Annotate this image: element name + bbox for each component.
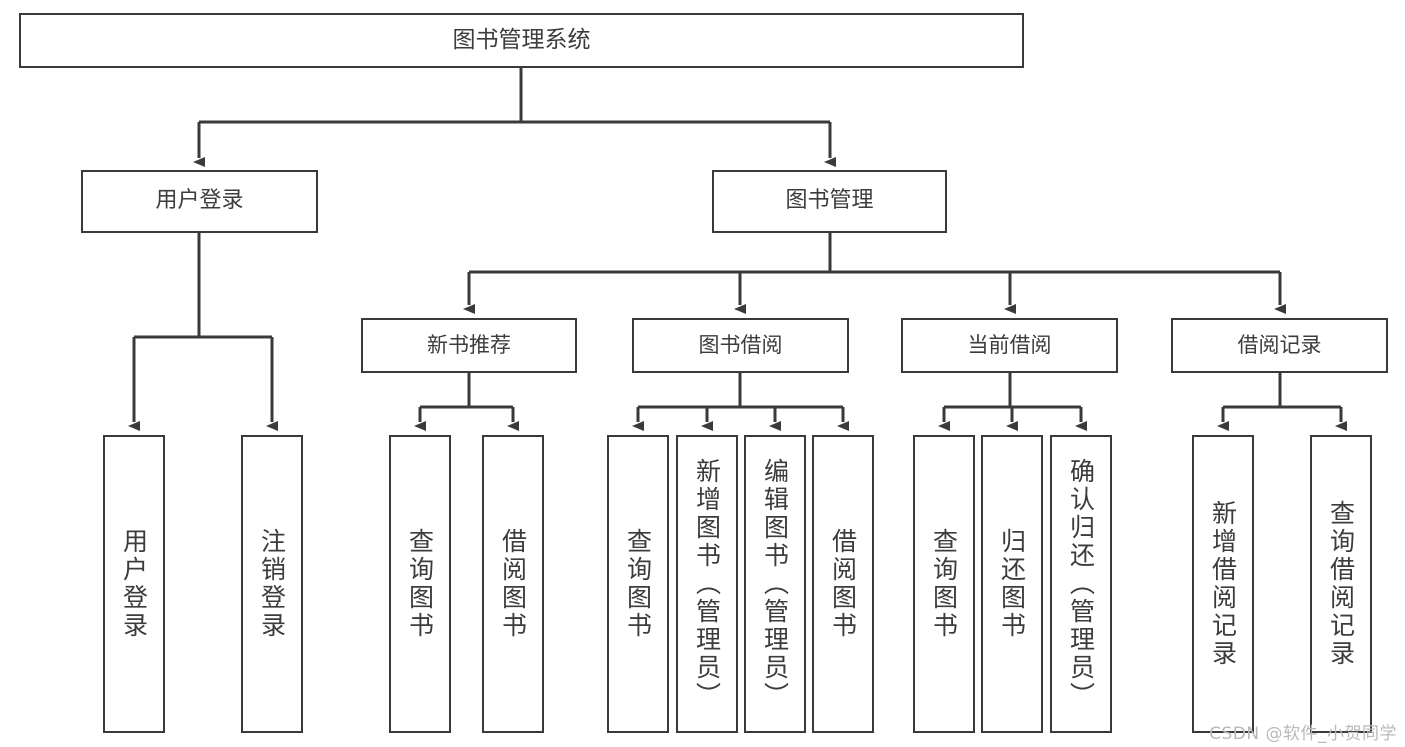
node-leaf-query-book-recommend[interactable]: 查询图书 xyxy=(389,435,451,733)
node-leaf-confirm-return-admin[interactable]: 确认归还（管理员） xyxy=(1050,435,1112,733)
node-l2-borrow-records-label: 借阅记录 xyxy=(1237,332,1322,357)
node-l2-book-borrow[interactable]: 图书借阅 xyxy=(632,318,849,373)
node-leaf-borrow-book-label: 借阅图书 xyxy=(828,528,858,640)
node-leaf-logout[interactable]: 注销登录 xyxy=(241,435,303,733)
node-leaf-user-login-label: 用户登录 xyxy=(119,528,149,640)
node-l2-current-borrow[interactable]: 当前借阅 xyxy=(901,318,1118,373)
node-l1-book-management[interactable]: 图书管理 xyxy=(712,170,947,233)
node-l2-borrow-records[interactable]: 借阅记录 xyxy=(1171,318,1388,373)
node-leaf-query-book-current-label: 查询图书 xyxy=(929,528,959,640)
node-l1-user-login-label: 用户登录 xyxy=(155,188,244,214)
node-leaf-confirm-return-admin-label: 确认归还（管理员） xyxy=(1066,458,1096,710)
node-leaf-user-login[interactable]: 用户登录 xyxy=(103,435,165,733)
node-leaf-query-borrow-record-label: 查询借阅记录 xyxy=(1326,500,1356,668)
node-leaf-borrow-book-recommend-label: 借阅图书 xyxy=(498,528,528,640)
node-l2-book-borrow-label: 图书借阅 xyxy=(698,332,783,357)
node-leaf-logout-label: 注销登录 xyxy=(257,528,287,640)
node-leaf-query-book-recommend-label: 查询图书 xyxy=(405,528,435,640)
node-l2-current-borrow-label: 当前借阅 xyxy=(967,332,1052,357)
node-leaf-borrow-book[interactable]: 借阅图书 xyxy=(812,435,874,733)
node-leaf-return-book-label: 归还图书 xyxy=(997,528,1027,640)
node-leaf-add-borrow-record[interactable]: 新增借阅记录 xyxy=(1192,435,1254,733)
node-l2-new-book-recommend-label: 新书推荐 xyxy=(427,332,511,357)
node-root[interactable]: 图书管理系统 xyxy=(19,13,1024,68)
node-leaf-add-borrow-record-label: 新增借阅记录 xyxy=(1208,500,1238,668)
node-leaf-edit-book-admin[interactable]: 编辑图书（管理员） xyxy=(744,435,806,733)
node-l1-user-login[interactable]: 用户登录 xyxy=(81,170,318,233)
node-root-label: 图书管理系统 xyxy=(452,26,591,53)
node-l2-new-book-recommend[interactable]: 新书推荐 xyxy=(361,318,577,373)
node-leaf-query-book-borrow[interactable]: 查询图书 xyxy=(607,435,669,733)
node-leaf-edit-book-admin-label: 编辑图书（管理员） xyxy=(760,458,790,710)
node-leaf-query-book-borrow-label: 查询图书 xyxy=(623,528,653,640)
node-leaf-query-book-current[interactable]: 查询图书 xyxy=(913,435,975,733)
node-leaf-add-book-admin[interactable]: 新增图书（管理员） xyxy=(676,435,738,733)
node-leaf-query-borrow-record[interactable]: 查询借阅记录 xyxy=(1310,435,1372,733)
node-leaf-return-book[interactable]: 归还图书 xyxy=(981,435,1043,733)
node-l1-book-management-label: 图书管理 xyxy=(785,188,874,214)
node-leaf-add-book-admin-label: 新增图书（管理员） xyxy=(692,458,722,710)
node-leaf-borrow-book-recommend[interactable]: 借阅图书 xyxy=(482,435,544,733)
